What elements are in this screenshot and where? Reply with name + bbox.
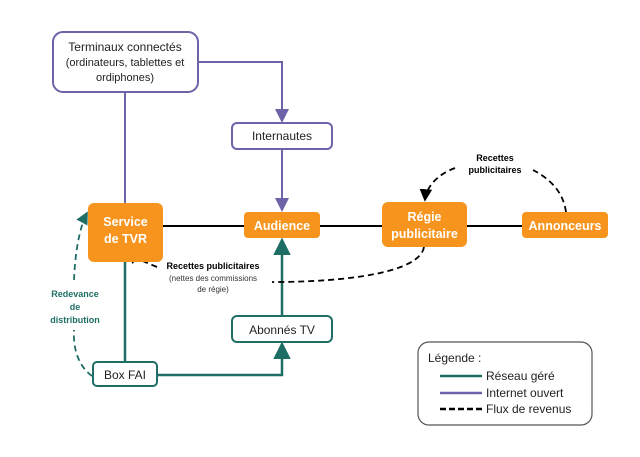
node-internautes: Internautes bbox=[231, 122, 333, 150]
node-box-fai: Box FAI bbox=[92, 361, 158, 387]
label-recettes-top: Recettes publicitaires bbox=[468, 153, 521, 175]
flow-label: Recettes bbox=[476, 153, 514, 163]
flow-label: de régie) bbox=[197, 285, 229, 294]
label-recettes-mid: Recettes publicitaires (nettes des commi… bbox=[166, 261, 259, 294]
flow-label: Redevance bbox=[51, 289, 99, 299]
node-label: (ordinateurs, tablettes et bbox=[66, 57, 185, 69]
label-redevance: Redevance de distribution bbox=[50, 289, 100, 325]
flow-label: distribution bbox=[50, 315, 100, 325]
node-label: Abonnés TV bbox=[249, 323, 315, 337]
node-annonceurs: Annonceurs bbox=[522, 212, 608, 238]
node-label: Box FAI bbox=[104, 368, 146, 382]
node-label: Service bbox=[103, 215, 148, 229]
revenue-flow-redevance-a bbox=[73, 329, 93, 377]
flow-label: publicitaires bbox=[468, 165, 521, 175]
node-label: ordiphones) bbox=[96, 72, 154, 84]
managed-link-box-abonnes bbox=[157, 341, 291, 377]
legend-item: Flux de revenus bbox=[486, 402, 571, 416]
node-label: de TVR bbox=[104, 232, 147, 246]
node-regie: Régie publicitaire bbox=[382, 202, 467, 247]
legend-item: Réseau géré bbox=[486, 369, 555, 383]
node-label: Annonceurs bbox=[529, 219, 602, 233]
node-label: Internautes bbox=[252, 129, 312, 143]
node-abonnes-tv: Abonnés TV bbox=[231, 315, 333, 343]
flow-label: de bbox=[70, 302, 81, 312]
flow-label: (nettes des commissions bbox=[169, 274, 257, 283]
node-terminaux: Terminaux connectés (ordinateurs, tablet… bbox=[52, 31, 199, 93]
node-label: Terminaux connectés bbox=[68, 40, 181, 54]
legend-title: Légende : bbox=[428, 351, 481, 365]
node-audience: Audience bbox=[244, 212, 320, 238]
revenue-flow-annonceurs-regie-b bbox=[419, 167, 456, 202]
revenue-flow-annonceurs-regie-a bbox=[532, 169, 567, 213]
legend-item: Internet ouvert bbox=[486, 386, 564, 400]
flow-label: Recettes publicitaires bbox=[166, 261, 259, 271]
legend: Légende : Réseau géré Internet ouvert Fl… bbox=[417, 341, 593, 426]
revenue-flow-regie-service-a bbox=[271, 246, 425, 283]
node-label: publicitaire bbox=[391, 227, 458, 241]
internet-link-terminaux-internautes bbox=[198, 61, 289, 123]
node-service-tvr: Service de TVR bbox=[88, 203, 163, 262]
revenue-flow-redevance-b bbox=[73, 211, 88, 281]
node-label: Régie bbox=[407, 210, 441, 224]
node-label: Audience bbox=[254, 219, 310, 233]
